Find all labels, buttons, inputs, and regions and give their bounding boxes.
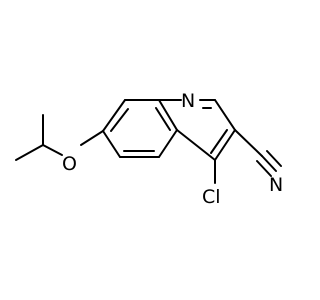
chlorine-label: Cl	[202, 186, 221, 208]
oxygen-label: O	[62, 153, 77, 175]
bond-c8-c7-inner	[110, 108, 129, 132]
bond-c4a-c8a-double	[158, 99, 178, 131]
bond-c3-c4-inner	[210, 129, 228, 154]
bond-c3-c4-double	[214, 129, 236, 161]
bond-nitrile-triple-2	[256, 160, 272, 177]
bond-nitrile-triple-1	[261, 155, 277, 172]
bond-ch-ch3-left	[15, 144, 44, 161]
nitrile-nitrogen-label: N	[269, 174, 283, 196]
bond-c4-c4a	[176, 129, 216, 161]
bond-c7-c6	[102, 130, 121, 158]
bond-c8-c7-double	[102, 99, 126, 132]
bond-c2-c3	[214, 99, 236, 131]
bond-o-ch	[42, 144, 63, 156]
structure-canvas: N Cl O N	[15, 90, 283, 208]
bond-nitrile-triple-3	[266, 150, 282, 167]
bond-c3-cnitrile	[234, 129, 263, 157]
bond-c4a-c8a-inner	[155, 107, 171, 131]
bond-c5-c4a	[158, 129, 178, 158]
ring-nitrogen-label: N	[181, 90, 195, 112]
bond-c6-o	[80, 130, 104, 146]
